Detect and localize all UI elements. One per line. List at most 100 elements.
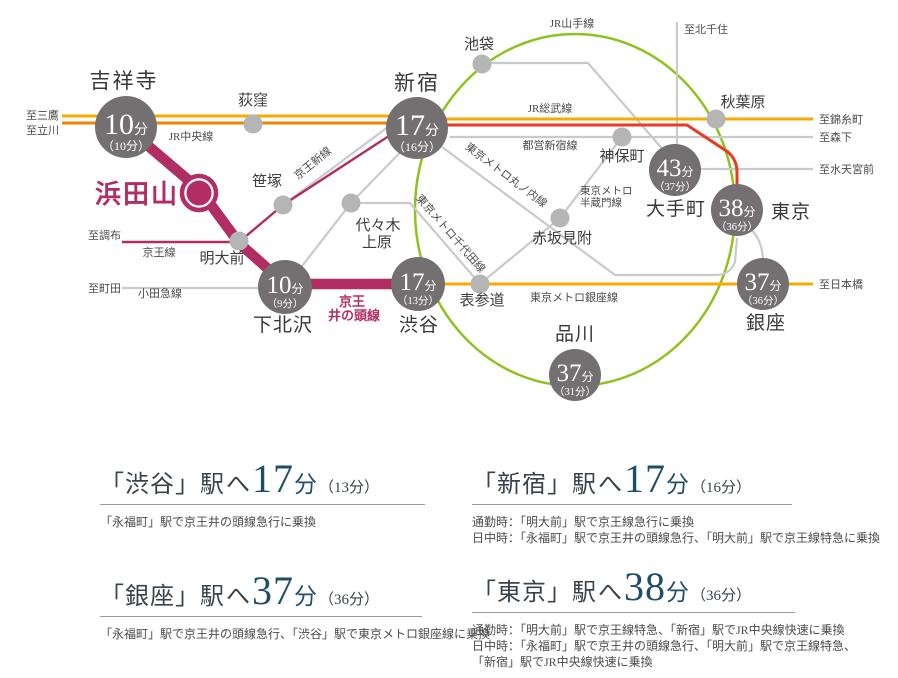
badge-kichijoji: 10分 （10分） bbox=[95, 96, 157, 158]
station-dot-yoyogiuehara bbox=[341, 193, 361, 213]
divider bbox=[100, 616, 422, 617]
route-minutes: 17 bbox=[252, 456, 294, 501]
svg-text:10分: 10分 bbox=[266, 272, 303, 299]
station-label-kichijoji: 吉祥寺 bbox=[90, 69, 159, 93]
station-label-otemachi: 大手町 bbox=[646, 198, 706, 220]
line-label-hanzomon-2: 半蔵門線 bbox=[580, 196, 622, 209]
svg-text:38分: 38分 bbox=[718, 195, 755, 222]
svg-text:（31分）: （31分） bbox=[554, 386, 596, 398]
route-heading: 「東京」駅へ38分（36分） bbox=[472, 564, 752, 609]
divider bbox=[472, 504, 792, 505]
edge-label-to-chofu: 至調布 bbox=[88, 228, 121, 242]
line-keio-new bbox=[282, 123, 393, 206]
line-label-keio: 京王線 bbox=[143, 245, 176, 259]
svg-text:17分: 17分 bbox=[399, 269, 436, 296]
station-label-ogikubo: 荻窪 bbox=[238, 92, 268, 109]
station-label-akasakamitsuke: 赤坂見附 bbox=[532, 230, 592, 247]
svg-text:（9分）: （9分） bbox=[267, 298, 304, 310]
route-minutes: 17 bbox=[624, 456, 666, 501]
svg-text:10分: 10分 bbox=[104, 108, 148, 141]
route-card-tokyo: 「東京」駅へ38分（36分） 通勤時：「明大前」駅で京王線特急、「新宿」駅でJR… bbox=[472, 564, 856, 670]
station-label-omotesando: 表参道 bbox=[459, 292, 504, 309]
station-dot-akasakamitsuke bbox=[550, 208, 570, 228]
station-label-ginza: 銀座 bbox=[746, 312, 786, 334]
station-label-yoyogiuehara-2: 上原 bbox=[362, 234, 392, 251]
station-label-hamadayama: 浜田山 bbox=[95, 180, 179, 209]
station-dot-akihabara bbox=[706, 109, 726, 129]
station-label-sasazuka: 笹塚 bbox=[252, 173, 282, 190]
route-note: 「新宿」駅でJR中央線快速に乗換 bbox=[472, 655, 653, 669]
svg-text:17分: 17分 bbox=[395, 109, 439, 142]
route-notes: 通勤時：「明大前」駅で京王線急行に乗換 日中時：「永福町」駅で京王井の頭線急行、… bbox=[472, 514, 881, 546]
route-heading: 「新宿」駅へ17分（16分） bbox=[472, 456, 752, 501]
svg-text:37分: 37分 bbox=[744, 269, 781, 296]
route-minutes-alt: （36分） bbox=[319, 592, 380, 608]
line-marunouchi bbox=[441, 146, 739, 277]
station-label-tokyo: 東京 bbox=[771, 201, 811, 223]
line-label-toei-shinjuku: 都営新宿線 bbox=[523, 138, 578, 152]
route-station-name: 「新宿」 bbox=[472, 472, 572, 498]
route-note: 通勤時：「明大前」駅で京王線特急、「新宿」駅でJR中央線快速に乗換 bbox=[472, 623, 845, 637]
transit-route-map: 10分 （10分） 17分 （16分） 10分 （9分） 17分 （13分） 3… bbox=[26, 16, 874, 401]
route-station-name: 「銀座」 bbox=[100, 584, 200, 610]
edge-label-to-kinshicho: 至錦糸町 bbox=[819, 112, 863, 126]
line-odakyu bbox=[122, 135, 417, 290]
svg-text:（37分）: （37分） bbox=[654, 181, 696, 193]
route-minutes-alt: （36分） bbox=[691, 588, 752, 604]
route-minutes: 38 bbox=[624, 564, 666, 609]
edge-label-to-tachikawa: 至立川 bbox=[26, 123, 59, 137]
route-note: 日中時：「永福町」駅で京王井の頭線急行、「明大前」駅で京王線特急に乗換 bbox=[472, 531, 881, 545]
badge-tokyo: 38分 （36分） bbox=[711, 184, 763, 236]
edge-label-to-kitasenju: 至北千住 bbox=[684, 22, 728, 36]
line-label-jr-sobu: JR総武線 bbox=[528, 101, 573, 115]
route-note: 「永福町」駅で京王井の頭線急行、「渋谷」駅で東京メトロ銀座線に乗換 bbox=[100, 627, 491, 641]
line-label-metro-ginza: 東京メトロ銀座線 bbox=[530, 290, 618, 304]
route-minutes-alt: （13分） bbox=[319, 480, 380, 496]
svg-text:（10分）: （10分） bbox=[102, 139, 150, 153]
badge-shinagawa: 37分 （31分） bbox=[549, 349, 601, 401]
line-label-inokashira-1: 京王 bbox=[339, 294, 365, 309]
station-label-ikebukuro: 池袋 bbox=[464, 36, 494, 53]
station-label-akihabara: 秋葉原 bbox=[720, 94, 765, 111]
divider bbox=[100, 504, 425, 505]
svg-text:43分: 43分 bbox=[656, 155, 693, 182]
route-heading: 「渋谷」駅へ17分（13分） bbox=[100, 456, 380, 501]
route-note: 通勤時：「明大前」駅で京王線急行に乗換 bbox=[472, 515, 695, 529]
edge-label-to-machida: 至町田 bbox=[88, 283, 121, 295]
line-jr-chuo-rapid bbox=[420, 123, 739, 202]
station-dot-sasazuka bbox=[273, 195, 293, 215]
svg-text:（16分）: （16分） bbox=[393, 140, 441, 154]
line-keio bbox=[122, 130, 396, 244]
route-minutes: 37 bbox=[252, 568, 294, 613]
station-label-shibuya: 渋谷 bbox=[399, 314, 439, 336]
route-heading: 「銀座」駅へ37分（36分） bbox=[100, 568, 380, 613]
station-dot-ogikubo bbox=[243, 114, 263, 134]
badge-shinjuku: 17分 （16分） bbox=[386, 97, 448, 159]
svg-text:（13分）: （13分） bbox=[397, 295, 439, 307]
station-dot-omotesando bbox=[470, 274, 490, 294]
edge-label-to-suitengumae: 至水天宮前 bbox=[819, 162, 874, 176]
divider bbox=[472, 612, 795, 613]
line-label-jr-chuo: JR中央線 bbox=[169, 129, 214, 143]
route-card-ginza: 「銀座」駅へ37分（36分） 「永福町」駅で京王井の頭線急行、「渋谷」駅で東京メ… bbox=[100, 568, 491, 642]
route-notes: 「永福町」駅で京王井の頭線急行、「渋谷」駅で東京メトロ銀座線に乗換 bbox=[100, 626, 491, 642]
badge-ginza: 37分 （36分） bbox=[737, 258, 789, 310]
badge-shimokitazawa: 10分 （9分） bbox=[258, 260, 312, 314]
route-notes: 「永福町」駅で京王井の頭線急行に乗換 bbox=[100, 514, 425, 530]
line-label-inokashira-2: 井の頭線 bbox=[328, 308, 381, 323]
line-label-hanzomon-1: 東京メトロ bbox=[580, 184, 633, 197]
station-label-shinagawa: 品川 bbox=[555, 324, 595, 345]
edge-label-to-morishita: 至森下 bbox=[819, 130, 852, 144]
badge-otemachi: 43分 （37分） bbox=[649, 144, 701, 196]
station-dot-meidaimae bbox=[229, 231, 249, 251]
svg-text:（36分）: （36分） bbox=[716, 221, 758, 233]
route-notes: 通勤時：「明大前」駅で京王線特急、「新宿」駅でJR中央線快速に乗換 日中時：「永… bbox=[472, 622, 856, 670]
station-label-yoyogiuehara-1: 代々木 bbox=[355, 217, 400, 234]
station-label-shimokitazawa: 下北沢 bbox=[253, 314, 313, 336]
station-label-shinjuku: 新宿 bbox=[394, 71, 440, 95]
route-note: 「永福町」駅で京王井の頭線急行に乗換 bbox=[100, 515, 317, 529]
station-label-jimbocho: 神保町 bbox=[599, 148, 644, 165]
station-dot-jimbocho bbox=[612, 127, 632, 147]
line-label-jr-yamanote: JR山手線 bbox=[550, 16, 595, 30]
